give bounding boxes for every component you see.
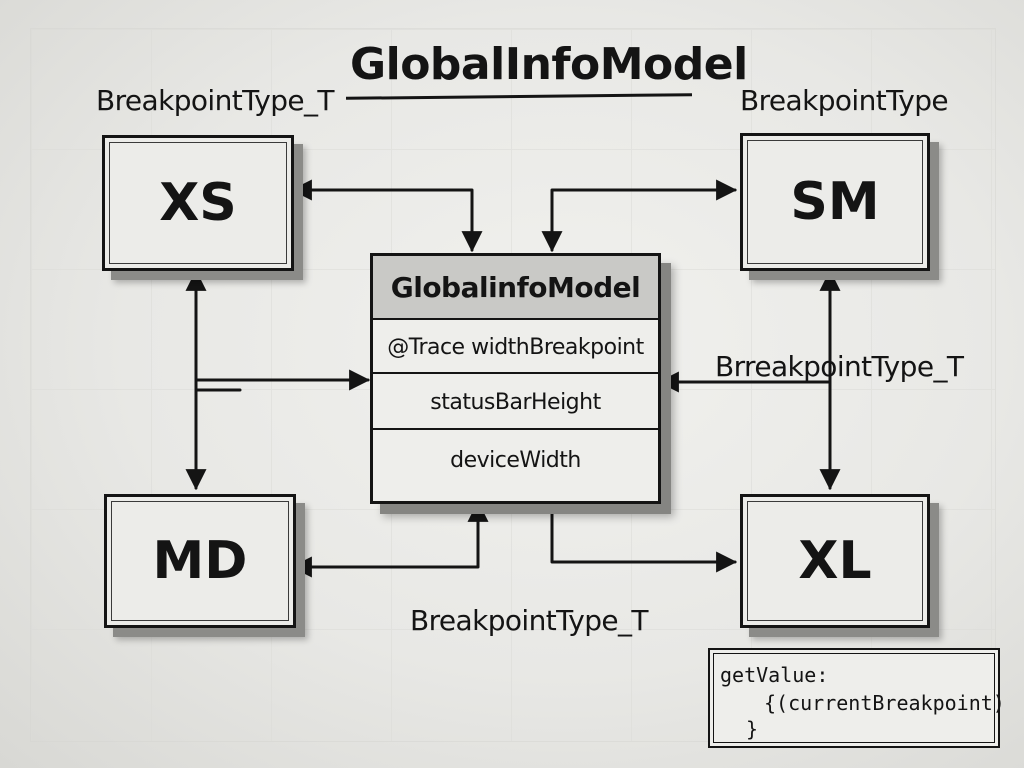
label-top-left: BreakpointType_T	[96, 84, 335, 117]
code-line-1: getValue:	[720, 663, 829, 687]
arrow-model-xl	[550, 501, 738, 573]
arrow-sm-model	[541, 179, 738, 253]
box-md-label: MD	[152, 531, 248, 591]
box-sm-label: SM	[790, 172, 880, 232]
box-md: MD	[104, 494, 296, 628]
box-sm: SM	[740, 133, 930, 271]
global-info-model-class: GlobalinfoModel @Trace widthBreakpoint s…	[370, 253, 661, 504]
box-xl: XL	[740, 494, 930, 628]
label-bottom-center: BreakpointType_T	[410, 604, 649, 637]
box-xs-label: XS	[159, 173, 237, 233]
label-middle-right: BrreakpointType_T	[715, 350, 964, 383]
arrow-md-model	[290, 500, 489, 578]
box-xl-label: XL	[798, 531, 872, 591]
box-xs: XS	[102, 135, 294, 271]
model-field-device-width: deviceWidth	[373, 428, 658, 490]
code-note: getValue: {(currentBreakpoint) }	[708, 648, 1005, 748]
model-header: GlobalinfoModel	[373, 256, 658, 318]
model-field-status-bar-height: statusBarHeight	[373, 372, 658, 430]
label-top-right: BreakpointType	[740, 84, 949, 117]
code-line-2: {(currentBreakpoint)	[764, 691, 1005, 715]
diagram-title: GlobalInfoModel	[350, 39, 748, 90]
model-field-width-breakpoint: @Trace widthBreakpoint	[373, 318, 658, 374]
arrow-xs-model	[290, 179, 483, 253]
code-line-3: }	[746, 717, 759, 741]
